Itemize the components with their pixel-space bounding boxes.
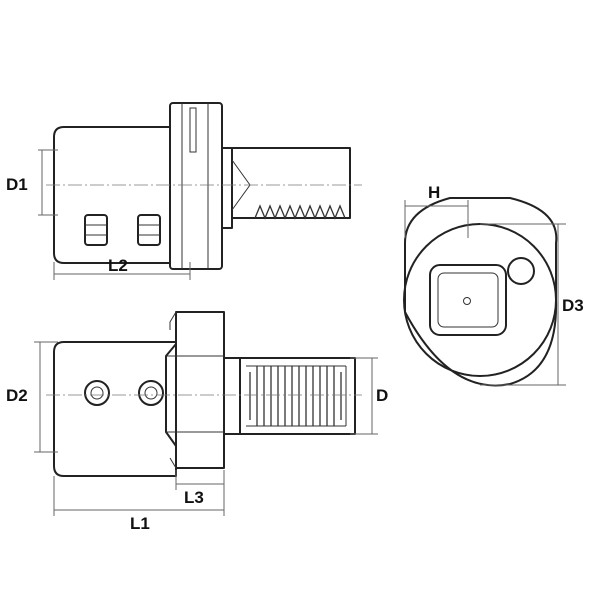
top-neck — [222, 147, 233, 229]
top-flange — [169, 102, 223, 270]
label-d2: D2 — [6, 386, 28, 405]
top-threaded-stem — [232, 147, 351, 219]
end-view-coolant-hole — [507, 257, 535, 285]
top-view: D1 L2 — [6, 102, 362, 280]
dimension-d1: D1 — [6, 149, 58, 216]
label-l3: L3 — [184, 488, 204, 507]
dimension-d: D — [350, 357, 388, 435]
top-thread-teeth — [254, 204, 346, 220]
label-l2: L2 — [108, 256, 128, 275]
bottom-screw-hole-1 — [84, 380, 110, 406]
top-set-screw-1 — [84, 214, 108, 246]
dimension-d3: D3 — [480, 223, 584, 386]
end-view-square-socket — [429, 264, 507, 336]
end-view-body — [404, 197, 558, 387]
bottom-view: D2 D L3 L1 — [6, 311, 388, 533]
dimension-l1: L1 — [53, 476, 225, 533]
bottom-hex-flange — [165, 311, 225, 469]
top-shank-body — [53, 126, 171, 264]
end-view-inner-square — [437, 272, 499, 328]
bottom-threaded-stem — [240, 357, 356, 435]
end-view-center-hole — [463, 297, 471, 305]
label-d1: D1 — [6, 175, 28, 194]
bottom-screw-hole-2 — [138, 380, 164, 406]
top-set-screw-2 — [137, 214, 161, 246]
bottom-thread-teeth — [249, 366, 342, 426]
label-d: D — [376, 386, 388, 405]
label-h: H — [428, 183, 440, 202]
end-view-outer-circle — [403, 223, 557, 377]
label-l1: L1 — [130, 514, 150, 533]
dimension-l3: L3 — [175, 470, 225, 507]
label-d3: D3 — [562, 296, 584, 315]
bottom-thread-profile — [246, 365, 347, 427]
bottom-neck — [224, 357, 241, 435]
dimension-h: H — [404, 183, 469, 238]
bottom-hex-chamfer — [169, 311, 177, 469]
dimension-d2: D2 — [6, 341, 58, 453]
dimension-l2: L2 — [53, 256, 191, 280]
top-flange-detail — [181, 103, 209, 269]
end-view: H D3 — [403, 183, 584, 387]
bottom-shank-body — [53, 341, 177, 477]
